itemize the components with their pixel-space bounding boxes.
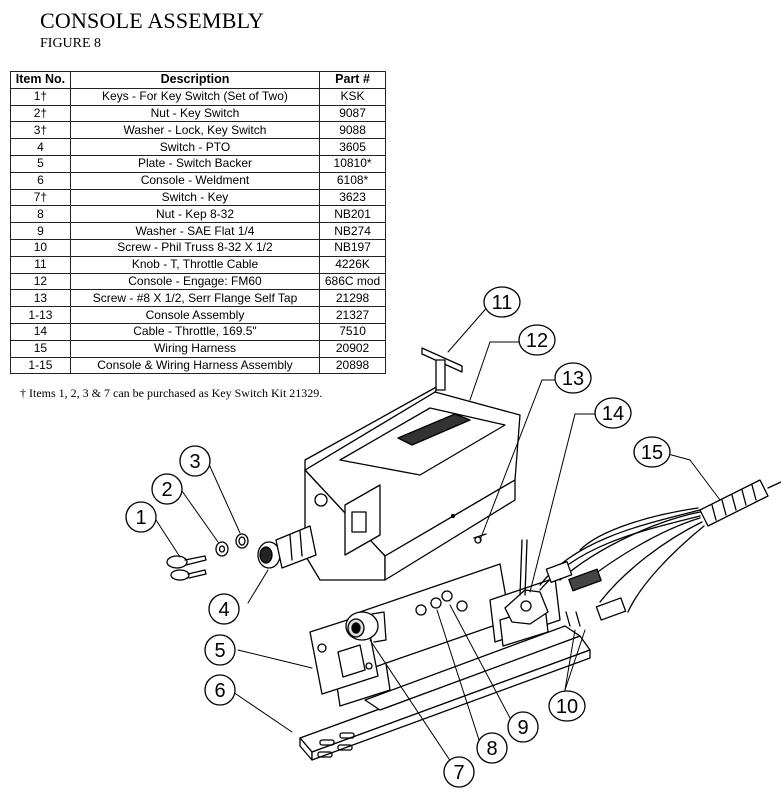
callout-balloon xyxy=(548,690,586,722)
pto-switch xyxy=(257,525,317,569)
callout-balloon xyxy=(483,286,521,318)
wiring-harness xyxy=(545,479,781,621)
key-switch-lock-washer xyxy=(235,533,249,549)
cell-part-no: 3605 xyxy=(319,138,386,156)
callout-number: 1 xyxy=(135,507,146,529)
callout-number: 13 xyxy=(562,368,584,390)
callout-number: 4 xyxy=(218,599,229,621)
callout-number: 8 xyxy=(486,738,497,760)
callout-balloon xyxy=(125,501,157,533)
truss-screws xyxy=(565,611,581,627)
callout-balloon xyxy=(204,634,236,666)
cell-item-no: 1-13 xyxy=(10,306,71,324)
cell-description: Plate - Switch Backer xyxy=(69,154,321,173)
console-box xyxy=(304,384,521,581)
cell-part-no: 20898 xyxy=(319,356,386,375)
parts-table: Item No. Description Part # 1†Keys - For… xyxy=(10,71,386,375)
callout-number: 11 xyxy=(492,292,513,314)
callout-balloon xyxy=(594,397,632,429)
cell-part-no: 20902 xyxy=(319,339,386,358)
kep-nuts-and-washers xyxy=(415,590,468,616)
callout-number: 10 xyxy=(556,696,578,718)
callout-number: 14 xyxy=(602,403,624,425)
key-switch xyxy=(345,611,387,643)
cell-part-no: NB274 xyxy=(319,222,386,240)
callout-balloon xyxy=(151,473,183,505)
callout-balloon xyxy=(208,593,240,625)
callout-balloon xyxy=(443,756,475,788)
callout-number: 15 xyxy=(641,442,663,464)
callout-balloon xyxy=(476,732,508,764)
callout-balloon xyxy=(204,674,236,706)
cell-description: Console & Wiring Harness Assembly xyxy=(69,356,321,375)
cell-item-no: 1† xyxy=(10,87,71,106)
callout-number: 3 xyxy=(189,451,200,473)
figure-label: FIGURE 8 xyxy=(40,36,102,51)
footnote: † Items 1, 2, 3 & 7 can be purchased as … xyxy=(20,386,323,400)
page-title: CONSOLE ASSEMBLY xyxy=(40,8,265,33)
callout-number: 5 xyxy=(214,640,225,662)
callout-balloon xyxy=(179,445,211,477)
callout-number: 7 xyxy=(453,762,464,784)
self-tap-screw xyxy=(473,533,487,544)
throttle-t-knob xyxy=(421,347,463,391)
callout-number: 12 xyxy=(526,330,548,352)
cell-description: Nut - Key Switch xyxy=(69,104,321,123)
callout-balloon xyxy=(633,436,671,468)
callout-number: 9 xyxy=(517,717,528,739)
callout-balloon xyxy=(507,711,539,743)
callout-number: 6 xyxy=(214,680,225,702)
leader-lines xyxy=(155,303,721,769)
cell-item-no: 1-15 xyxy=(10,356,71,375)
key-switch-nut xyxy=(215,541,229,557)
cell-description: Console - Engage: FM60 xyxy=(69,272,321,291)
cell-item-no: 7† xyxy=(10,188,71,207)
cell-part-no: 9088 xyxy=(319,121,386,140)
keys xyxy=(166,555,207,581)
cell-part-no: 21327 xyxy=(319,306,386,324)
callout-balloon xyxy=(554,362,592,394)
callout-number: 2 xyxy=(161,479,172,501)
callout-balloon xyxy=(518,324,556,356)
cell-description: Nut - Kep 8-32 xyxy=(69,205,321,224)
cell-part-no: NB197 xyxy=(319,238,386,257)
cell-item-no: 15 xyxy=(10,339,71,358)
cell-item-no: 13 xyxy=(10,289,71,308)
